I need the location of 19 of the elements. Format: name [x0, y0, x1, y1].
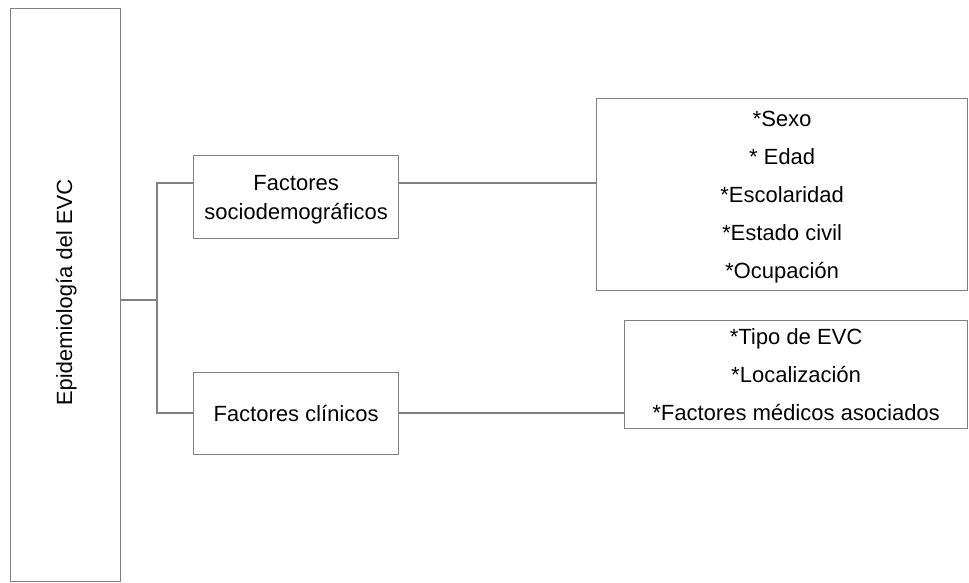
- text-box: [624, 320, 968, 429]
- connector-line: [121, 299, 193, 414]
- box-text: * Edad: [748, 143, 816, 171]
- vertical-label: Epidemiología del EVC: [54, 178, 76, 406]
- box-text: *Tipo de EVC: [728, 323, 864, 351]
- connector-line: [399, 182, 596, 184]
- box-text: Factores clínicos: [212, 400, 380, 428]
- box-text: *Factores médicos asociados: [651, 399, 941, 427]
- box-text: *Localización: [730, 361, 862, 389]
- text-box: [193, 155, 399, 239]
- text-box: [193, 372, 399, 455]
- box-text: Factores sociodemográficos: [203, 169, 389, 226]
- box-text: *Escolaridad: [719, 181, 845, 209]
- box-text: *Estado civil: [721, 219, 843, 247]
- box-text: *Ocupación: [724, 257, 840, 285]
- box-text: *Sexo: [752, 105, 812, 133]
- connector-line: [399, 412, 624, 414]
- text-box: [10, 8, 121, 582]
- text-box: [596, 98, 968, 291]
